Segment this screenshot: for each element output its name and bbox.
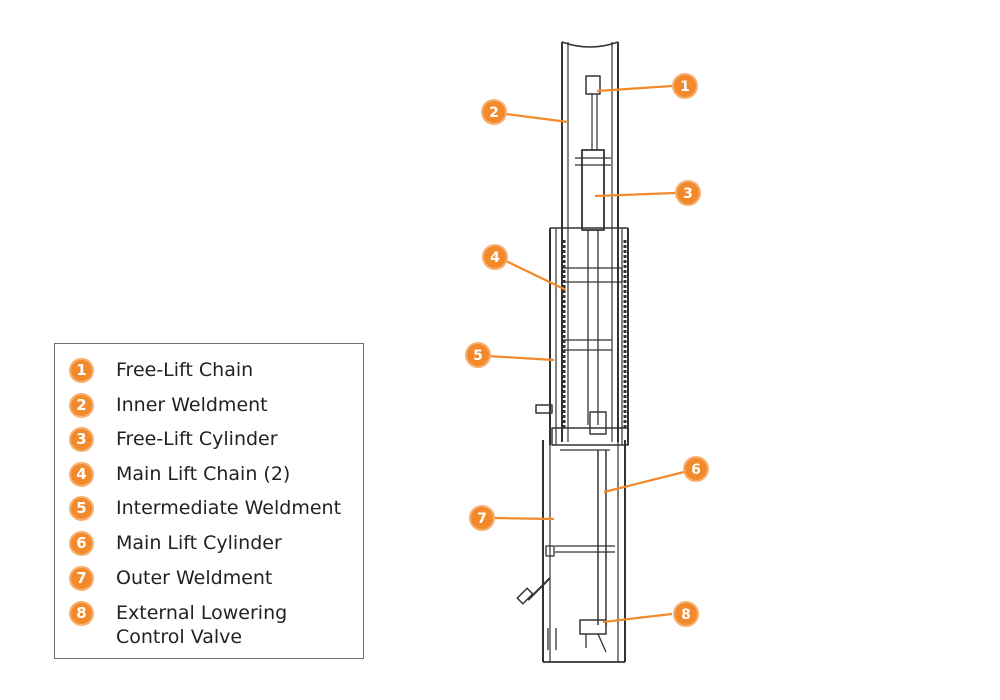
legend-label-2: Inner Weldment <box>116 394 268 416</box>
legend-badge-5: 5 <box>69 496 94 521</box>
callout-4: 4 <box>482 244 508 270</box>
legend-badge-8: 8 <box>69 601 94 626</box>
legend-badge-2: 2 <box>69 393 94 418</box>
mast-drawing <box>516 41 629 663</box>
legend-label-6: Main Lift Cylinder <box>116 532 282 554</box>
svg-text:6: 6 <box>691 462 701 478</box>
main-lift-cylinder-shape <box>597 450 607 625</box>
legend-label-5: Intermediate Weldment <box>116 497 342 519</box>
svg-text:4: 4 <box>490 250 500 266</box>
legend-item-5: 5 Intermediate Weldment <box>69 496 341 521</box>
callout-3: 3 <box>675 180 701 206</box>
legend-badge-3: 3 <box>69 427 94 452</box>
legend-badge-7: 7 <box>69 566 94 591</box>
legend-label-1: Free-Lift Chain <box>116 359 254 381</box>
legend-item-2: 2 Inner Weldment <box>69 393 268 418</box>
lowering-valve-shape <box>579 619 607 635</box>
legend-item-1: 1 Free-Lift Chain <box>69 358 253 383</box>
callout-5: 5 <box>465 342 491 368</box>
leader-lines <box>486 84 685 624</box>
legend-item-7: 7 Outer Weldment <box>69 566 272 591</box>
legend-badge-4: 4 <box>69 462 94 487</box>
svg-text:1: 1 <box>680 79 690 95</box>
svg-text:7: 7 <box>477 511 487 527</box>
legend-label-4: Main Lift Chain (2) <box>116 463 291 485</box>
free-lift-cylinder-shape <box>581 149 605 231</box>
legend-box: 1 Free-Lift Chain 2 Inner Weldment 3 Fre… <box>54 343 364 659</box>
legend-badge-1: 1 <box>69 358 94 383</box>
legend-item-3: 3 Free-Lift Cylinder <box>69 427 278 452</box>
callout-1: 1 <box>672 73 698 99</box>
svg-text:3: 3 <box>683 186 693 202</box>
callout-2: 2 <box>481 99 507 125</box>
callout-6: 6 <box>683 456 709 482</box>
callout-7: 7 <box>469 505 495 531</box>
legend-item-4: 4 Main Lift Chain (2) <box>69 462 290 487</box>
callouts: 1 2 3 4 5 6 7 8 <box>465 73 709 627</box>
svg-text:2: 2 <box>489 105 499 121</box>
legend-item-6: 6 Main Lift Cylinder <box>69 531 282 556</box>
legend-label-8: External Lowering Control Valve <box>116 602 288 648</box>
legend-badge-6: 6 <box>69 531 94 556</box>
callout-8: 8 <box>673 601 699 627</box>
svg-text:8: 8 <box>681 607 691 623</box>
legend-item-8: 8 External Lowering Control Valve <box>69 601 287 649</box>
legend-label-3: Free-Lift Cylinder <box>116 428 278 450</box>
svg-text:5: 5 <box>473 348 483 364</box>
legend-label-7: Outer Weldment <box>116 567 273 589</box>
